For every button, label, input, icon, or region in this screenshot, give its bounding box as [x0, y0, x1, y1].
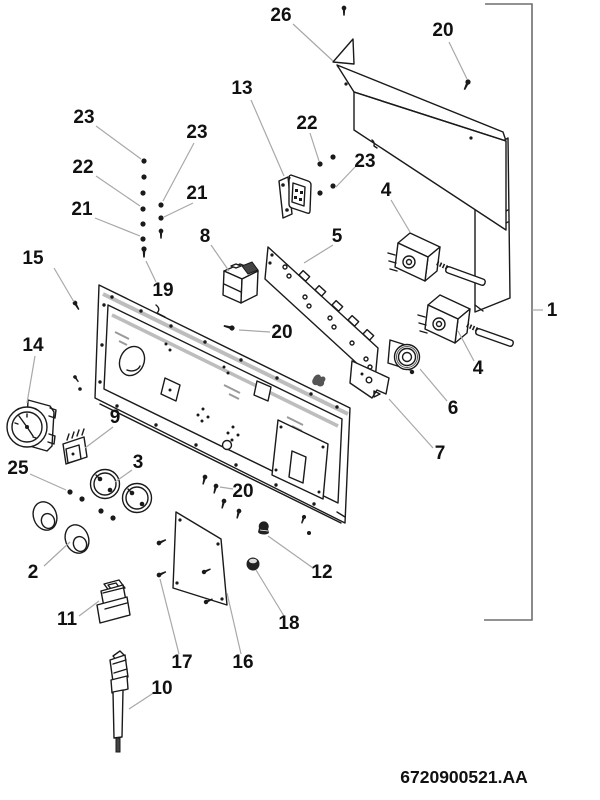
callout-23-label: 23	[73, 107, 94, 128]
callout-9-leader	[84, 426, 114, 449]
callout-20-leader	[219, 486, 234, 490]
callout-22-label: 22	[296, 113, 317, 134]
callout-21-leader	[94, 217, 141, 237]
pcb	[264, 246, 379, 381]
callout-18-label: 18	[278, 613, 299, 634]
callout-12-leader	[267, 535, 314, 569]
callout-1-label: 1	[547, 300, 558, 321]
callout-6-label: 6	[448, 398, 459, 419]
callout-23-label: 23	[186, 122, 207, 143]
callout-5-leader	[303, 244, 334, 264]
rocker-switch	[96, 579, 131, 624]
callout-3-leader	[114, 469, 133, 483]
rear-cover	[332, 38, 511, 313]
callout-20-label: 20	[232, 481, 253, 502]
callout-21-label: 21	[71, 199, 93, 220]
callout-4-label: 4	[381, 180, 392, 201]
callout-19-leader	[145, 260, 157, 283]
callout-10-leader	[128, 691, 156, 710]
screws	[71, 5, 472, 535]
callout-22-leader	[95, 175, 141, 207]
callout-25-leader	[29, 473, 67, 491]
callout-26-label: 26	[270, 5, 291, 26]
callout-11-label: 11	[57, 609, 78, 630]
callout-12-label: 12	[311, 562, 332, 583]
connector-block	[278, 174, 312, 219]
relay	[222, 261, 259, 304]
callout-11-leader	[78, 600, 100, 617]
callout-4-leader	[457, 330, 475, 362]
nut	[258, 521, 269, 535]
knobs	[89, 468, 153, 514]
callout-14-label: 14	[22, 335, 44, 356]
pressure-gauge	[6, 399, 57, 452]
callout-21-leader	[163, 202, 194, 218]
buzzer	[387, 339, 421, 375]
control-panel	[94, 284, 351, 524]
fastener-stack	[140, 154, 336, 258]
callout-6-leader	[419, 368, 448, 402]
panel-access-door	[271, 419, 329, 500]
clips	[67, 489, 116, 521]
callout-14-leader	[26, 355, 36, 404]
callout-15-label: 15	[22, 248, 44, 269]
bezels	[32, 501, 90, 554]
callout-23-label: 23	[354, 151, 375, 172]
brand-logo	[312, 374, 326, 387]
temperature-probe	[109, 650, 129, 753]
callout-20-label: 20	[271, 322, 292, 343]
callout-4-label: 4	[473, 358, 484, 379]
callout-21-label: 21	[186, 183, 208, 204]
callout-8-leader	[210, 244, 230, 272]
callout-10-label: 10	[151, 678, 172, 699]
callout-25-label: 25	[7, 458, 29, 479]
callout-7-label: 7	[435, 443, 446, 464]
callout-2-leader	[43, 541, 71, 567]
callout-16-leader	[226, 592, 242, 655]
callout-13-leader	[250, 99, 285, 177]
callout-7-leader	[388, 398, 434, 449]
plate-screws	[155, 537, 167, 579]
callout-20-label: 20	[432, 20, 453, 41]
callout-15-leader	[53, 267, 75, 303]
inner-plate	[172, 511, 228, 606]
silkscreen-marks	[114, 331, 304, 432]
callout-4-leader	[390, 199, 411, 233]
callout-23-leader	[95, 125, 142, 160]
callout-13-label: 13	[231, 78, 252, 99]
callout-18-leader	[255, 569, 285, 617]
leader-lines	[26, 23, 543, 710]
thermostat-upper	[387, 232, 486, 286]
thermostat-lower	[417, 294, 514, 347]
micro-switch	[62, 428, 88, 465]
callout-3-label: 3	[133, 452, 144, 473]
callout-22-label: 22	[72, 157, 93, 178]
callout-23-leader	[162, 142, 195, 202]
group-bracket	[484, 3, 533, 621]
grommet	[246, 557, 260, 571]
callout-20-leader	[448, 41, 468, 80]
panel-rim-holes	[98, 295, 339, 506]
callout-22-leader	[309, 132, 320, 162]
callout-9-label: 9	[110, 407, 121, 428]
callout-2-label: 2	[28, 562, 39, 583]
callout-26-leader	[292, 23, 334, 62]
bracket-plate	[349, 360, 390, 399]
callout-16-label: 16	[232, 652, 253, 673]
callout-19-label: 19	[152, 280, 173, 301]
callout-5-label: 5	[332, 226, 343, 247]
callout-23-leader	[335, 165, 357, 188]
callout-8-label: 8	[200, 226, 211, 247]
callout-17-label: 17	[171, 652, 192, 673]
callout-20-leader	[238, 329, 271, 333]
callout-17-leader	[159, 578, 180, 655]
document-number: 6720900521.AA	[400, 767, 528, 787]
